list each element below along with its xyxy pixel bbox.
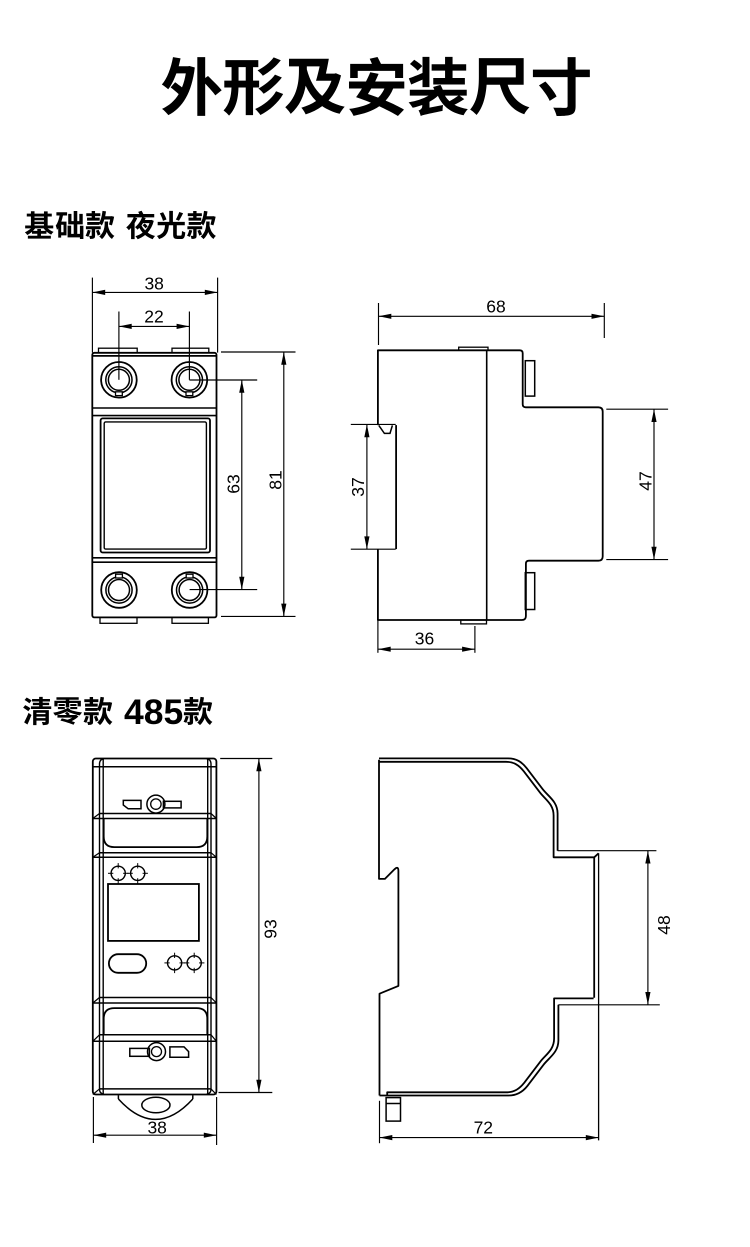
svg-text:63: 63 [223, 474, 243, 493]
svg-text:93: 93 [261, 919, 281, 938]
svg-text:68: 68 [486, 297, 505, 317]
svg-text:36: 36 [415, 629, 434, 649]
svg-text:22: 22 [144, 307, 163, 327]
svg-text:47: 47 [635, 471, 655, 490]
svg-text:38: 38 [147, 1118, 166, 1138]
svg-text:72: 72 [474, 1118, 493, 1138]
svg-text:485: 485 [124, 692, 183, 732]
svg-text:38: 38 [144, 273, 163, 293]
svg-text:81: 81 [265, 470, 285, 489]
svg-text:37: 37 [348, 477, 368, 496]
svg-text:48: 48 [654, 915, 674, 934]
